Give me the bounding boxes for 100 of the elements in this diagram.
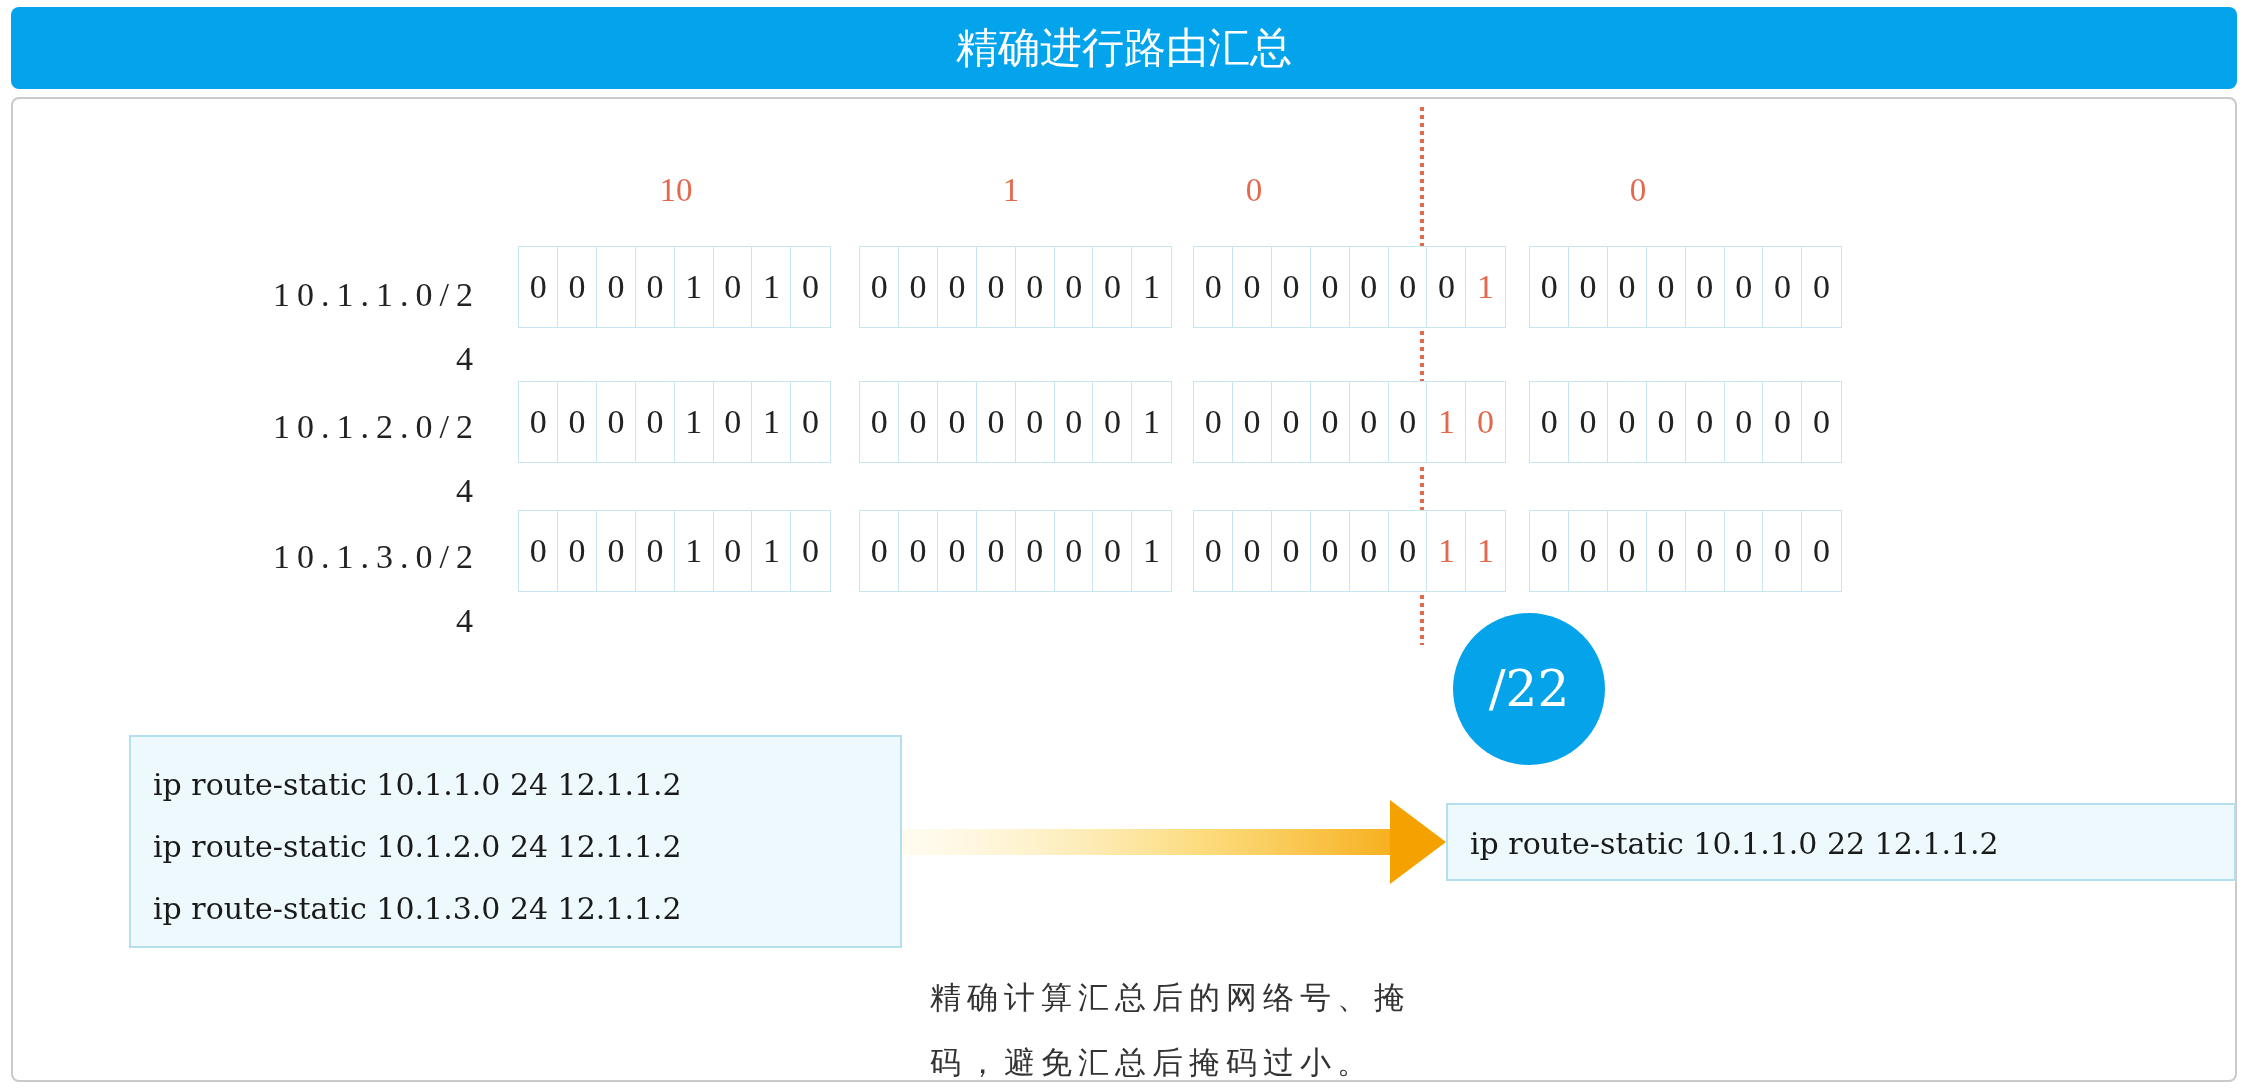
bit-cell: 0 xyxy=(634,246,676,328)
bit-cell: 1 xyxy=(751,381,792,463)
bit-cell: 0 xyxy=(1014,381,1055,463)
bit-cell: 0 xyxy=(1348,246,1389,328)
bit-cell: 0 xyxy=(897,510,939,592)
command-line: ip route-static 10.1.3.0 24 12.1.1.2 xyxy=(153,890,682,928)
prefix-circle xyxy=(1453,613,1605,765)
bit-cell: 0 xyxy=(556,381,598,463)
bit-cell: 1 xyxy=(1426,510,1467,592)
bit-cell: 0 xyxy=(1801,246,1842,328)
bit-cell: 1 xyxy=(751,246,792,328)
command-box xyxy=(1446,803,2236,881)
command-box xyxy=(129,735,902,948)
bit-cell: 0 xyxy=(1606,381,1648,463)
bit-cell: 1 xyxy=(1131,510,1172,592)
bit-cell: 0 xyxy=(1684,381,1725,463)
bit-cell: 0 xyxy=(1645,246,1687,328)
bit-cell: 0 xyxy=(1348,381,1389,463)
bit-cell: 0 xyxy=(595,510,637,592)
title-bar: 精确进行路由汇总 xyxy=(11,7,2237,89)
bit-cell: 0 xyxy=(1645,510,1687,592)
bit-cell: 0 xyxy=(1567,246,1609,328)
bit-cell: 0 xyxy=(1645,381,1687,463)
bit-cell: 0 xyxy=(1193,381,1234,463)
bit-cell: 0 xyxy=(595,381,637,463)
bit-cell: 1 xyxy=(1465,510,1506,592)
command-line: ip route-static 10.1.2.0 24 12.1.1.2 xyxy=(153,828,682,866)
bit-cell: 0 xyxy=(790,381,831,463)
bit-cell: 0 xyxy=(1465,381,1506,463)
bit-cell: 0 xyxy=(975,381,1017,463)
bit-cell: 0 xyxy=(1723,246,1764,328)
bit-cell: 0 xyxy=(1762,510,1803,592)
bit-cell: 0 xyxy=(1092,510,1133,592)
bit-cell: 0 xyxy=(1762,246,1803,328)
bit-cell: 0 xyxy=(1053,510,1094,592)
bit-cell: 0 xyxy=(1309,510,1351,592)
bit-cell: 0 xyxy=(1231,381,1273,463)
bit-cell: 0 xyxy=(936,510,978,592)
bit-cell: 0 xyxy=(1684,246,1725,328)
bit-cell: 0 xyxy=(1231,510,1273,592)
bit-cell: 0 xyxy=(518,510,559,592)
bit-cell: 0 xyxy=(859,381,900,463)
bit-cell: 0 xyxy=(1762,381,1803,463)
decimal-value: 0 xyxy=(1245,173,1263,207)
bit-cell: 0 xyxy=(1529,381,1570,463)
bit-cell: 0 xyxy=(1567,510,1609,592)
bit-cell: 1 xyxy=(673,510,714,592)
bit-cell: 0 xyxy=(1348,510,1389,592)
bit-cell: 0 xyxy=(936,246,978,328)
bit-cell: 0 xyxy=(1053,246,1094,328)
prefix-length: /22 xyxy=(1488,664,1570,714)
network-address: 10.1.3.0/24 xyxy=(272,537,480,641)
bit-cell: 0 xyxy=(975,246,1017,328)
bit-cell: 0 xyxy=(859,246,900,328)
decimal-value: 1 xyxy=(1002,173,1020,207)
bit-cell: 1 xyxy=(673,246,714,328)
bit-cell: 0 xyxy=(897,381,939,463)
bit-cell: 0 xyxy=(556,510,598,592)
bit-cell: 0 xyxy=(1801,510,1842,592)
bit-cell: 0 xyxy=(1193,246,1234,328)
bit-cell: 0 xyxy=(1387,246,1428,328)
bit-cell: 0 xyxy=(1231,246,1273,328)
bit-cell: 0 xyxy=(712,510,753,592)
command-line: ip route-static 10.1.1.0 24 12.1.1.2 xyxy=(153,766,682,804)
bit-cell: 0 xyxy=(1092,381,1133,463)
bit-cell: 1 xyxy=(751,510,792,592)
bit-cell: 1 xyxy=(1426,381,1467,463)
bit-cell: 0 xyxy=(1723,381,1764,463)
arrow xyxy=(902,800,1446,884)
network-address: 10.1.1.0/24 xyxy=(272,275,480,379)
bit-cell: 0 xyxy=(1270,510,1312,592)
bit-cell: 0 xyxy=(1606,510,1648,592)
bit-cell: 0 xyxy=(634,510,676,592)
bit-cell: 0 xyxy=(1529,246,1570,328)
bit-cell: 0 xyxy=(1567,381,1609,463)
bit-cell: 0 xyxy=(1014,510,1055,592)
bit-cell: 0 xyxy=(1270,246,1312,328)
bit-cell: 0 xyxy=(1309,246,1351,328)
bit-cell: 0 xyxy=(1801,381,1842,463)
bit-cell: 0 xyxy=(1606,246,1648,328)
bit-cell: 0 xyxy=(897,246,939,328)
bit-cell: 0 xyxy=(1053,381,1094,463)
bit-cell: 0 xyxy=(712,246,753,328)
bit-cell: 0 xyxy=(936,381,978,463)
bit-cell: 0 xyxy=(1529,510,1570,592)
bit-cell: 0 xyxy=(1426,246,1467,328)
bit-cell: 0 xyxy=(556,246,598,328)
decimal-value: 10 xyxy=(659,173,693,207)
bit-cell: 0 xyxy=(712,381,753,463)
bit-cell: 0 xyxy=(975,510,1017,592)
network-address: 10.1.2.0/24 xyxy=(272,407,480,511)
bit-cell: 0 xyxy=(1684,510,1725,592)
bit-cell: 0 xyxy=(1014,246,1055,328)
bit-cell: 0 xyxy=(634,381,676,463)
bit-cell: 0 xyxy=(1723,510,1764,592)
bit-cell: 1 xyxy=(1465,246,1506,328)
bit-cell: 0 xyxy=(1270,381,1312,463)
command-line: ip route-static 10.1.1.0 22 12.1.1.2 xyxy=(1470,825,1999,863)
bit-cell: 0 xyxy=(595,246,637,328)
bit-cell: 1 xyxy=(1131,381,1172,463)
